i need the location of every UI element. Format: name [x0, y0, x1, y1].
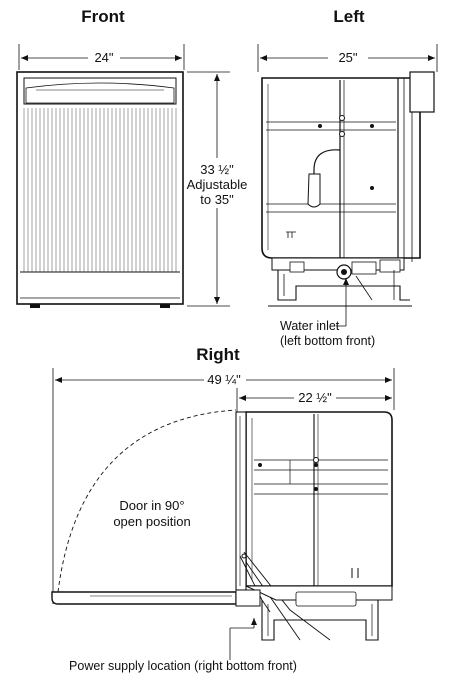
- overall-depth-dimension: 49 ¼": [52, 368, 395, 604]
- front-view-dishwasher: [16, 71, 184, 308]
- right-view-heading: Right: [196, 345, 240, 364]
- front-view-heading: Front: [81, 7, 125, 26]
- height-adjustable-label: Adjustable: [187, 177, 248, 192]
- left-view-dishwasher: [261, 71, 435, 307]
- height-max-label: to 35": [200, 192, 234, 207]
- cabinet-depth-label: 22 ½": [298, 390, 332, 405]
- cabinet-depth-dimension: 22 ½": [236, 388, 392, 412]
- water-inlet-callout: Water inlet (left bottom front): [280, 278, 375, 348]
- left-view-heading: Left: [333, 7, 365, 26]
- front-width-label: 24": [94, 50, 113, 65]
- left-depth-label: 25": [338, 50, 357, 65]
- open-door: [51, 589, 261, 607]
- front-width-dimension: 24": [18, 44, 185, 70]
- height-label: 33 ½": [200, 162, 234, 177]
- door-swing-arc: [57, 409, 237, 593]
- right-view-dishwasher: [235, 411, 393, 641]
- left-depth-dimension: 25": [257, 44, 438, 72]
- power-supply-label: Power supply location (right bottom fron…: [69, 659, 297, 673]
- door-open-note: Door in 90°: [119, 498, 184, 513]
- power-supply-callout: Power supply location (right bottom fron…: [69, 618, 297, 673]
- door-open-position-note: open position: [113, 514, 190, 529]
- water-inlet-location-label: (left bottom front): [280, 334, 375, 348]
- overall-depth-label: 49 ¼": [207, 372, 241, 387]
- water-inlet-label: Water inlet: [280, 319, 340, 333]
- height-dimension: 33 ½" Adjustable to 35": [187, 71, 248, 307]
